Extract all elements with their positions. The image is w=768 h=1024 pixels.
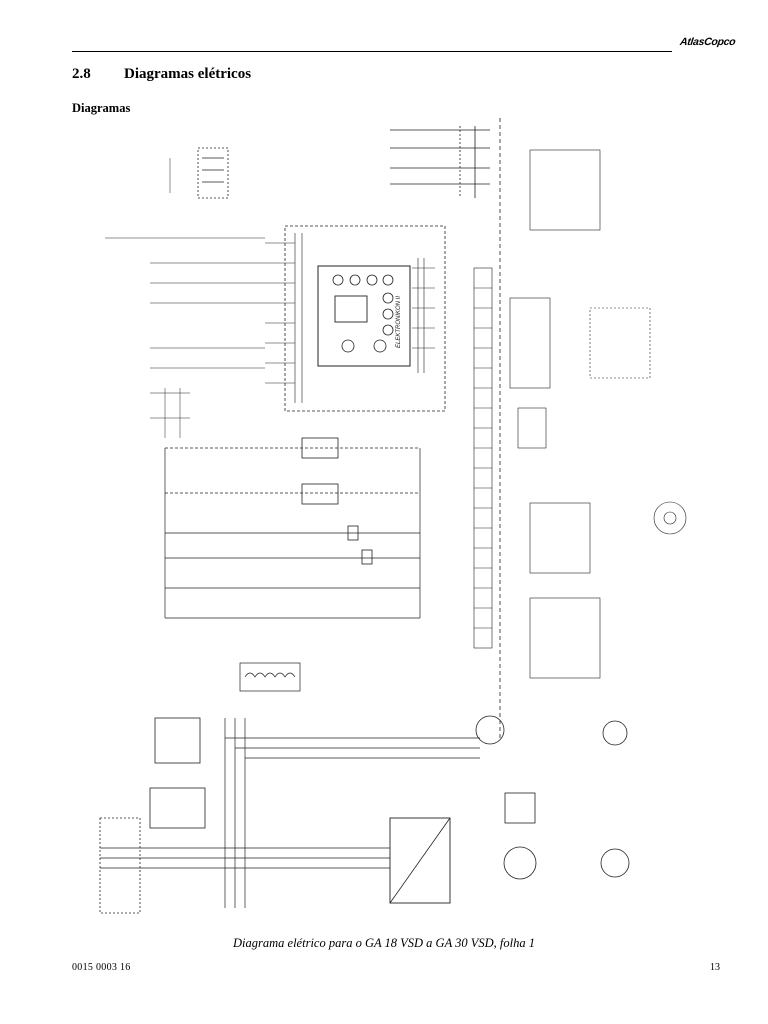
controller-button [332,274,344,286]
aux-motor [600,848,630,878]
small-module [504,792,536,824]
fan-motor [475,715,505,745]
controller-display [334,295,368,323]
right-modules [509,149,687,679]
header-rule [72,51,672,52]
diagram-caption: Diagrama elétrico para o GA 18 VSD a GA … [233,936,535,950]
controller-label: ELEKTRONIKON II [396,296,402,348]
power-bus [100,718,480,908]
controller-button [341,339,355,353]
atlas-copco-logo: AtlasCopco [679,36,737,48]
aux-motor [602,720,628,746]
transformer [239,662,301,692]
power-entry-box [99,817,141,914]
left-signal-lines [105,237,265,438]
controller-button [382,324,394,336]
top-switch-group [169,147,229,199]
section-number: 2.8 [72,66,91,82]
subheading: Diagramas [72,101,131,115]
controller-button [382,274,394,286]
fuse-table [149,787,206,829]
page-number: 13 [710,962,720,973]
relay-rungs [164,447,421,619]
relay-coil [301,437,339,459]
section-title: Diagramas elétricos [124,66,252,82]
inverter-diagonal [389,817,451,904]
main-motor [503,846,537,880]
controller-panel [317,265,411,367]
inverter-box [389,817,451,904]
relay-contact [361,549,373,565]
relay-contact [347,525,359,541]
controller-button [382,308,394,320]
top-terminal-rows [390,126,490,198]
adjustment-table [154,717,201,764]
terminal-strip [473,267,493,649]
controller-box [284,225,446,412]
relay-coil [301,483,339,505]
doc-number: 0015 0003 16 [72,962,131,973]
electrical-diagram: ELEKTRONIKON II [90,118,690,930]
controller-left-terminals [265,233,303,403]
controller-button [373,339,387,353]
controller-right-terminals [412,258,435,373]
controller-button [349,274,361,286]
controller-button [382,292,394,304]
controller-button [366,274,378,286]
